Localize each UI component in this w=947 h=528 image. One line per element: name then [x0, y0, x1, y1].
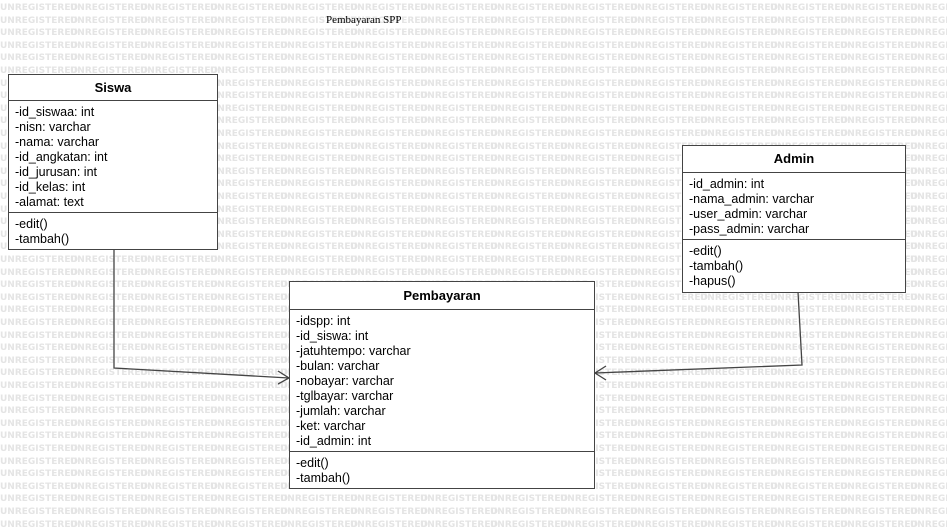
class-admin-methods: -edit() -tambah() -hapus(): [683, 240, 905, 292]
method: -hapus(): [689, 274, 736, 288]
class-admin-attributes: -id_admin: int -nama_admin: varchar -use…: [683, 173, 905, 240]
class-admin[interactable]: Admin -id_admin: int -nama_admin: varcha…: [682, 145, 906, 293]
class-pembayaran-attributes: -idspp: int -id_siswa: int -jatuhtempo: …: [290, 310, 594, 452]
attribute: -id_jurusan: int: [15, 165, 97, 179]
class-pembayaran-name: Pembayaran: [290, 282, 594, 310]
method: -tambah(): [689, 259, 744, 273]
attribute: -id_kelas: int: [15, 180, 86, 194]
attribute: -jumlah: varchar: [296, 404, 386, 418]
attribute: -id_siswaa: int: [15, 105, 95, 119]
attribute: -nama: varchar: [15, 135, 100, 149]
attribute: -nama_admin: varchar: [689, 192, 815, 206]
attribute: -ket: varchar: [296, 419, 366, 433]
attribute: -nisn: varchar: [15, 120, 91, 134]
admin-to-pembayaran-line[interactable]: [594, 291, 803, 374]
class-pembayaran-methods: -edit() -tambah(): [290, 452, 594, 489]
class-siswa[interactable]: Siswa -id_siswaa: int -nisn: varchar -na…: [8, 74, 218, 250]
attribute: -id_angkatan: int: [15, 150, 108, 164]
attribute: -idspp: int: [296, 314, 351, 328]
admin-to-pembayaran-arrowhead: [593, 365, 607, 381]
attribute: -user_admin: varchar: [689, 207, 808, 221]
diagram-title: Pembayaran SPP: [326, 14, 402, 26]
class-siswa-attributes: -id_siswaa: int -nisn: varchar -nama: va…: [9, 101, 217, 213]
class-pembayaran[interactable]: Pembayaran -idspp: int -id_siswa: int -j…: [289, 281, 595, 489]
attribute: -tglbayar: varchar: [296, 389, 394, 403]
attribute: -bulan: varchar: [296, 359, 380, 373]
attribute: -id_siswa: int: [296, 329, 369, 343]
class-siswa-name: Siswa: [9, 75, 217, 101]
method: -edit(): [689, 244, 722, 258]
attribute: -nobayar: varchar: [296, 374, 394, 388]
method: -edit(): [296, 456, 329, 470]
attribute: -alamat: text: [15, 195, 84, 209]
siswa-to-pembayaran-line[interactable]: [113, 249, 290, 379]
attribute: -id_admin: int: [689, 177, 765, 191]
method: -tambah(): [15, 232, 70, 246]
class-admin-name: Admin: [683, 146, 905, 173]
method: -edit(): [15, 217, 48, 231]
class-siswa-methods: -edit() -tambah(): [9, 213, 217, 250]
attribute: -pass_admin: varchar: [689, 222, 810, 236]
attribute: -jatuhtempo: varchar: [296, 344, 411, 358]
attribute: -id_admin: int: [296, 434, 372, 448]
method: -tambah(): [296, 471, 351, 485]
